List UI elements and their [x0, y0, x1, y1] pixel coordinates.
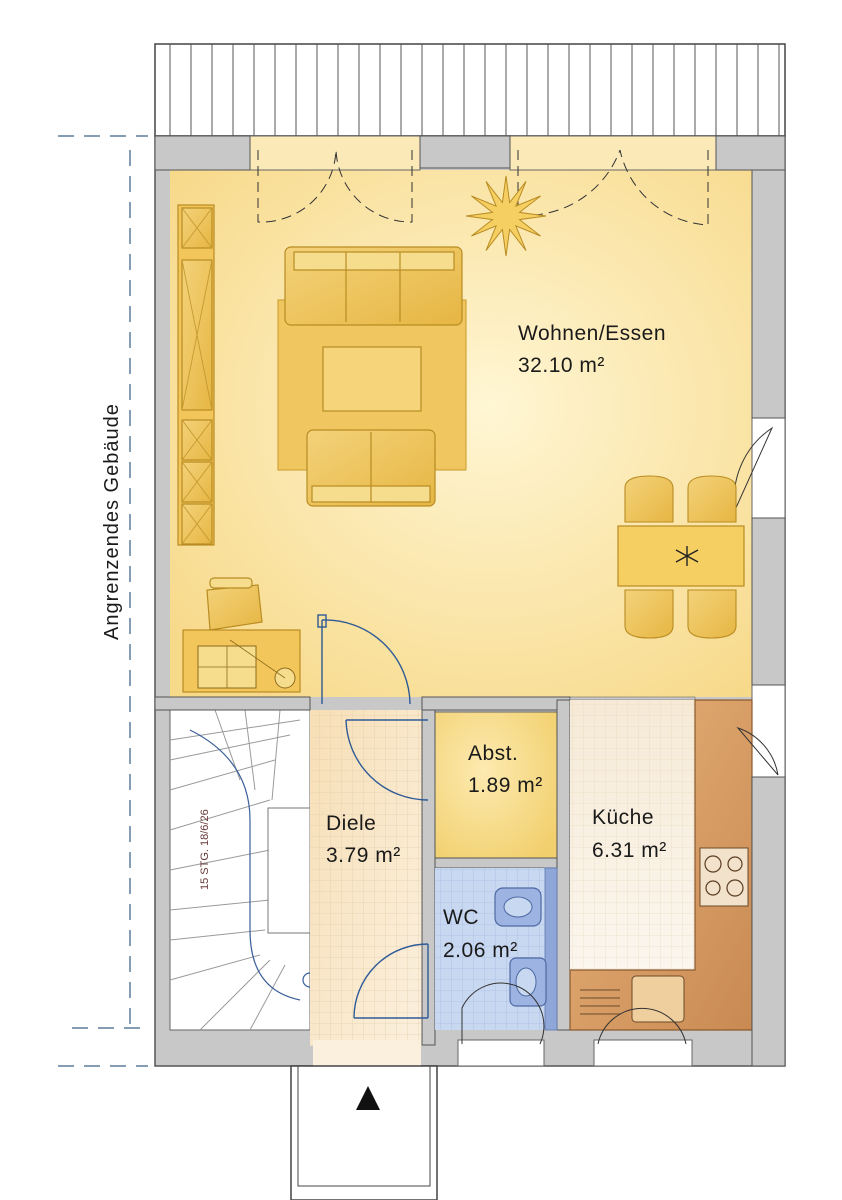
wall-abst-right — [556, 699, 571, 1031]
entrance-arrow — [356, 1086, 380, 1110]
stairs-walkline — [189, 729, 301, 1001]
terrace-slats — [169, 44, 780, 136]
room-area: 2.06 m² — [443, 939, 518, 962]
door-diele-living — [317, 614, 411, 705]
stairs-label: 15 STG. 18/6/26 — [199, 809, 211, 890]
door-abst — [345, 719, 429, 801]
window-bottom-wc — [457, 1039, 545, 1067]
window-right-lower — [751, 684, 786, 778]
dining-table — [617, 525, 745, 587]
window-right-upper — [751, 417, 786, 519]
stairs-treads — [169, 709, 301, 1031]
dining-chairs — [624, 475, 737, 639]
wall-pier-top-left — [154, 135, 251, 171]
adjacent-building-marker — [58, 135, 148, 1067]
interior-wall-horizontal-2 — [421, 696, 571, 711]
room-name: Küche — [592, 806, 654, 829]
room-label-wc: WC 2.06 m² — [443, 906, 518, 962]
coffee-table — [322, 346, 422, 412]
door-kitchen-right — [736, 726, 779, 776]
interior-wall-horizontal-3 — [569, 696, 696, 701]
door-wc — [353, 943, 429, 1019]
stove-icon — [704, 855, 744, 897]
wall-pier-right-bottom — [751, 776, 786, 1067]
entrance-porch-inner — [297, 1065, 431, 1187]
sink-icon — [509, 957, 547, 1007]
room-area: 3.79 m² — [326, 844, 401, 867]
door-kitchen-window-swing — [597, 1007, 687, 1045]
stairs-landing — [267, 807, 311, 934]
desk-chair — [206, 577, 263, 631]
room-label-wohnen: Wohnen/Essen 32.10 m² — [518, 322, 666, 377]
wall-pier-top-right — [715, 135, 786, 171]
sofa-bottom — [306, 429, 436, 507]
wall-shelf-unit — [177, 204, 215, 546]
kitchen-sink-icon — [580, 975, 685, 1023]
interior-wall-horizontal — [154, 696, 311, 711]
table-decoration-icon — [675, 546, 699, 566]
desk — [182, 629, 301, 693]
room-area: 32.10 m² — [518, 354, 605, 377]
door-living-top-right — [517, 149, 709, 226]
room-area: 1.89 m² — [468, 774, 543, 797]
plant-leaves — [465, 175, 547, 257]
room-name: Wohnen/Essen — [518, 322, 666, 345]
entrance-porch — [290, 1065, 438, 1200]
door-living-top-left — [257, 149, 413, 223]
room-name: Abst. — [468, 742, 518, 765]
sofa-top — [284, 246, 463, 326]
wall-pier-right — [751, 517, 786, 686]
adjacent-building-label: Angrenzendes Gebäude — [101, 403, 123, 640]
room-label-kueche: Küche 6.31 m² — [592, 806, 667, 862]
wall-pier-right-top — [751, 135, 786, 419]
plant-icon — [465, 175, 547, 257]
room-label-abst: Abst. 1.89 m² — [468, 742, 543, 797]
window-top-left — [249, 135, 421, 171]
room-label-diele: Diele 3.79 m² — [326, 812, 401, 867]
room-name: Diele — [326, 812, 376, 835]
door-wc-window-swing — [461, 982, 545, 1045]
wall-abst-bottom — [434, 857, 571, 869]
window-bottom-kitchen — [593, 1039, 693, 1067]
toilet-icon — [494, 887, 542, 927]
wall-pier — [419, 135, 511, 169]
entrance-opening — [313, 1040, 421, 1066]
room-diele-tiles — [310, 710, 422, 1046]
room-area: 6.31 m² — [592, 839, 667, 862]
terrace-deck — [154, 43, 786, 137]
room-name: WC — [443, 906, 479, 929]
wc-wall-tiles — [544, 867, 558, 1031]
room-kueche-tiles — [570, 700, 695, 970]
